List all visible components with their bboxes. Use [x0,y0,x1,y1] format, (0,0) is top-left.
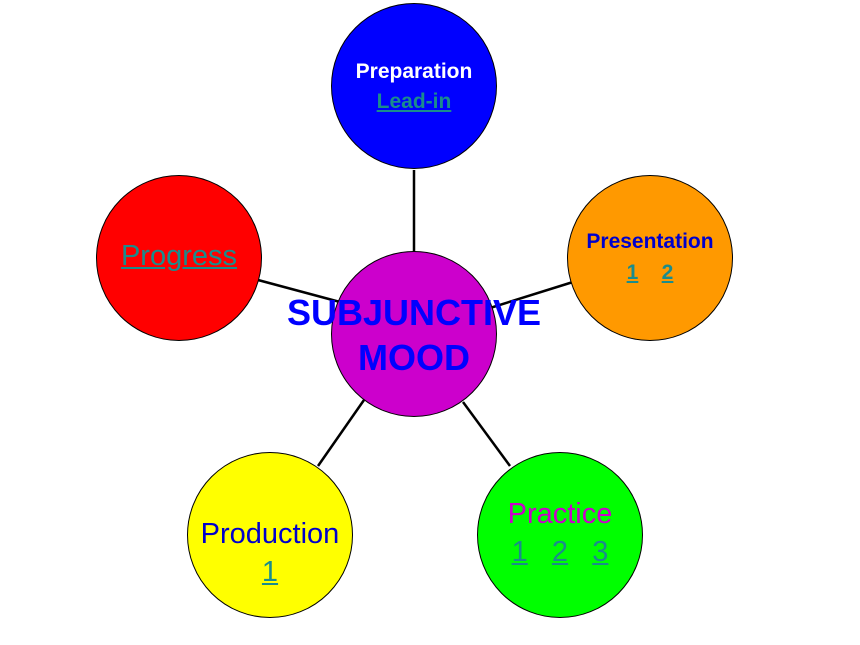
production-links: 1 [187,556,353,589]
connector-practice [461,401,512,467]
practice-title: Practice [507,498,613,530]
center-node [331,251,497,417]
practice-link-3[interactable]: 3 [592,536,609,568]
production-node [187,452,353,618]
lead-in-link[interactable]: Lead-in [376,90,452,113]
progress-link[interactable]: Progress [120,240,238,272]
production-title: Production [200,518,340,550]
connector-production [316,399,366,467]
practice-link-1[interactable]: 1 [511,536,528,568]
practice-node [477,452,643,618]
presentation-links: 1 2 [567,261,733,285]
production-link-1[interactable]: 1 [261,556,279,588]
preparation-title: Preparation [355,60,473,83]
progress-links: Progress [96,240,262,273]
center-title-line1: SUBJUNCTIVE [286,292,542,333]
presentation-title: Presentation [586,230,714,253]
center-title-line2: MOOD [358,337,470,378]
presentation-link-1[interactable]: 1 [626,261,639,284]
preparation-node [331,3,497,169]
practice-link-2[interactable]: 2 [551,536,569,568]
practice-links: 1 2 3 [477,536,643,569]
connector-presentation [489,280,574,310]
preparation-links: Lead-in [331,90,497,114]
presentation-node [567,175,733,341]
presentation-link-2[interactable]: 2 [661,261,674,284]
progress-node [96,175,262,341]
connector-progress [257,278,341,304]
